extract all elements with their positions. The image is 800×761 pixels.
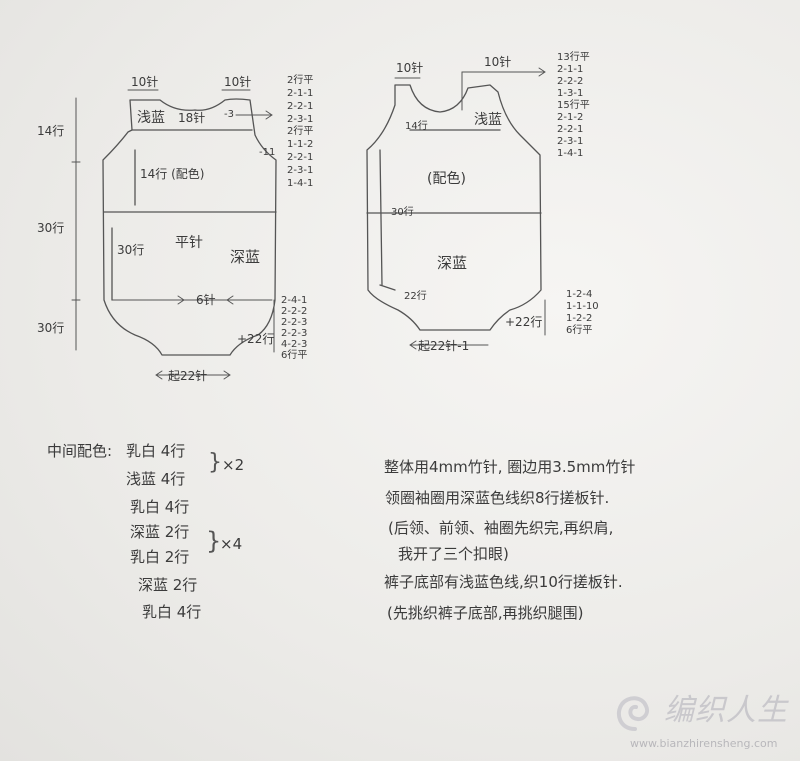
rule: 2行平	[287, 126, 314, 137]
rule: 2-1-1	[287, 88, 314, 99]
rule: 2-2-1	[557, 124, 584, 135]
rule: 2-2-1	[287, 101, 314, 112]
right-leg-rules: 1-2-4 1-1-10 1-2-2 6行平	[566, 290, 599, 336]
rule: 2-2-3	[281, 328, 308, 339]
note-line: (后领、前领、袖圈先织完,再织肩,	[388, 519, 614, 537]
rule: 4-2-3	[281, 339, 308, 350]
left-cast-on: 起22针	[168, 369, 208, 383]
left-bottom-stitches: 6针	[196, 293, 216, 307]
left-body-rows: 30行	[117, 243, 145, 257]
left-height-top: 14行	[37, 124, 65, 138]
rule: 1-4-1	[557, 148, 584, 159]
left-crotch-rows: +22行	[237, 332, 275, 346]
rule: 2-2-2	[557, 76, 584, 87]
right-leg-rows: 22行	[404, 291, 427, 302]
rule: 1-2-4	[566, 289, 593, 300]
left-armhole-rules: 2行平 1-1-2 2-2-1 2-3-1 1-4-1	[287, 127, 313, 189]
right-collar-color: 浅蓝	[474, 112, 502, 128]
left-garment-outline	[102, 98, 277, 356]
legend-repeat-2: ×2	[222, 456, 245, 474]
right-crotch-rows: +22行	[505, 315, 543, 329]
note-line: 整体用4mm竹针, 圈边用3.5mm竹针	[384, 458, 636, 476]
legend-row: 乳白 4行	[142, 603, 202, 621]
rule: 6行平	[281, 350, 308, 361]
left-shoulder-rules: 2行平 2-1-1 2-2-1 2-3-1	[287, 76, 313, 125]
left-leg-rules: 2-4-1 2-2-2 2-2-3 2-2-3 4-2-3 6行平	[281, 296, 307, 361]
left-height-bottom: 30行	[37, 321, 65, 335]
left-body-color: 深蓝	[230, 248, 261, 266]
rule: 1-1-2	[287, 139, 314, 150]
rule: 2-3-1	[287, 165, 314, 176]
right-neck-rules: 13行平 2-1-1 2-2-2 1-3-1 15行平 2-1-2 2-2-1 …	[557, 53, 590, 159]
rule: 2-2-1	[287, 152, 314, 163]
rule: 2-1-2	[557, 112, 584, 123]
right-top-right-stitches: 10针	[484, 55, 512, 69]
rule: 2-2-3	[281, 317, 308, 328]
note-line: 领圈袖圈用深蓝色线织8行搓板针.	[385, 489, 610, 507]
brace-icon: }	[206, 527, 222, 555]
legend-row: 乳白 4行	[130, 498, 190, 516]
right-top-left-stitches: 10针	[396, 61, 424, 75]
left-collar-color: 浅蓝	[137, 110, 165, 126]
legend-title: 中间配色:	[47, 442, 113, 460]
spiral-logo-icon	[616, 696, 649, 731]
left-contrast-rows: 14行 (配色)	[140, 167, 205, 181]
note-line: 裤子底部有浅蓝色线,织10行搓板针.	[384, 573, 623, 591]
rule: 1-1-10	[566, 301, 599, 312]
right-garment-outline	[366, 84, 542, 331]
left-collar-stitches: 18针	[178, 111, 206, 125]
note-line: 我开了三个扣眼)	[398, 545, 509, 563]
rule: 1-4-1	[287, 178, 314, 189]
rule: 2-3-1	[287, 114, 314, 125]
rule: 1-2-2	[566, 313, 593, 324]
rule: 2-2-2	[281, 306, 308, 317]
legend-row: 乳白 2行	[130, 548, 190, 566]
rule: 15行平	[557, 100, 590, 111]
rule: 2-3-1	[557, 136, 584, 147]
legend-row: 深蓝 2行	[138, 576, 198, 594]
note-line: (先挑织裤子底部,再挑织腿围)	[387, 604, 584, 622]
right-body-color: 深蓝	[437, 254, 468, 272]
rule: 1-3-1	[557, 88, 584, 99]
legend-repeat-4: ×4	[220, 535, 243, 553]
legend-row: 深蓝 2行	[130, 523, 190, 541]
right-cast-on: 起22针-1	[418, 339, 470, 353]
brace-icon: }	[208, 450, 222, 475]
legend-row: 浅蓝 4行	[126, 470, 186, 488]
watermark-brand: 编织人生	[664, 693, 788, 728]
right-contrast-label: (配色)	[427, 171, 466, 187]
left-top-left-stitches: 10针	[131, 75, 159, 89]
rule: 2-4-1	[281, 295, 308, 306]
legend-row: 乳白 4行	[126, 442, 186, 460]
watermark-url: www.bianzhirensheng.com	[630, 737, 778, 750]
left-body-stitch: 平针	[175, 235, 203, 251]
rule: 2-1-1	[557, 64, 584, 75]
right-collar-rows: 14行	[405, 121, 428, 132]
left-collar-minus: -3	[224, 109, 234, 120]
rule: 2行平	[287, 75, 314, 86]
left-armhole-minus: -11	[259, 147, 276, 158]
rule: 6行平	[566, 325, 593, 336]
left-height-mid: 30行	[37, 221, 65, 235]
right-mid-stitches: 30行	[391, 207, 414, 218]
left-top-right-stitches: 10针	[224, 75, 252, 89]
rule: 13行平	[557, 52, 590, 63]
